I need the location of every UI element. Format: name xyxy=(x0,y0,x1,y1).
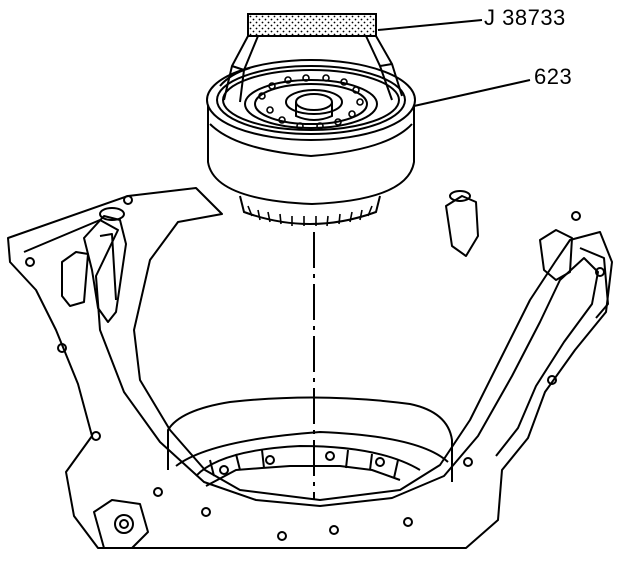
piston-holes xyxy=(258,74,364,130)
flange-bolt-holes xyxy=(25,195,605,541)
transmission-case xyxy=(7,187,613,549)
leader-lines xyxy=(377,19,531,107)
clutch-drum-assembly xyxy=(206,59,416,227)
lifting-tool xyxy=(223,13,403,103)
tool-callout-label: J 38733 xyxy=(484,5,566,30)
part-callout-label: 623 xyxy=(534,64,573,89)
